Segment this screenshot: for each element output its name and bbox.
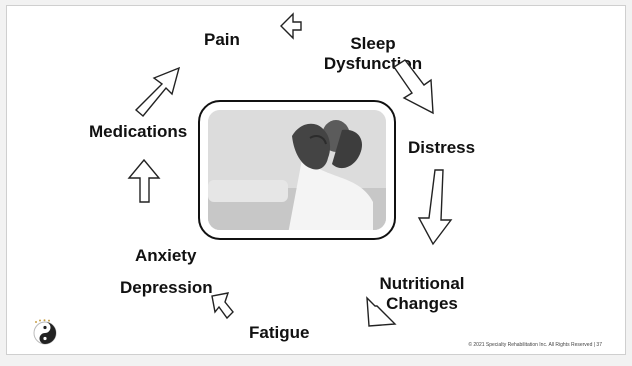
center-photo-frame bbox=[198, 100, 396, 240]
node-nutritional-changes-text: Nutritional Changes bbox=[380, 274, 465, 313]
slide: Pain Sleep Dysfunction Distress Nutritio… bbox=[6, 5, 626, 355]
node-depression: Depression bbox=[120, 278, 213, 298]
yin-yang-logo-icon bbox=[30, 318, 60, 348]
arrow-anxiety-to-medications-icon bbox=[129, 160, 159, 202]
photo-illustration bbox=[208, 110, 386, 230]
node-anxiety: Anxiety bbox=[135, 246, 196, 266]
arrow-distress-to-nutritional-icon bbox=[419, 170, 451, 244]
footer-copyright: © 2021 Specialty Rehabilitation Inc. All… bbox=[468, 342, 602, 348]
node-fatigue: Fatigue bbox=[249, 323, 309, 343]
node-distress: Distress bbox=[408, 138, 475, 158]
node-sleep-dysfunction-text: Sleep Dysfunction bbox=[324, 34, 422, 73]
arrow-sleep-to-pain-icon bbox=[281, 14, 301, 38]
arrow-fatigue-to-depression-icon bbox=[212, 293, 233, 318]
node-pain: Pain bbox=[204, 30, 240, 50]
woman-holding-head-photo bbox=[208, 110, 386, 230]
arrow-medications-to-pain-icon bbox=[136, 68, 179, 116]
node-sleep-dysfunction: Sleep Dysfunction bbox=[313, 14, 433, 74]
node-nutritional-changes: Nutritional Changes bbox=[362, 254, 482, 314]
node-medications: Medications bbox=[89, 122, 187, 142]
